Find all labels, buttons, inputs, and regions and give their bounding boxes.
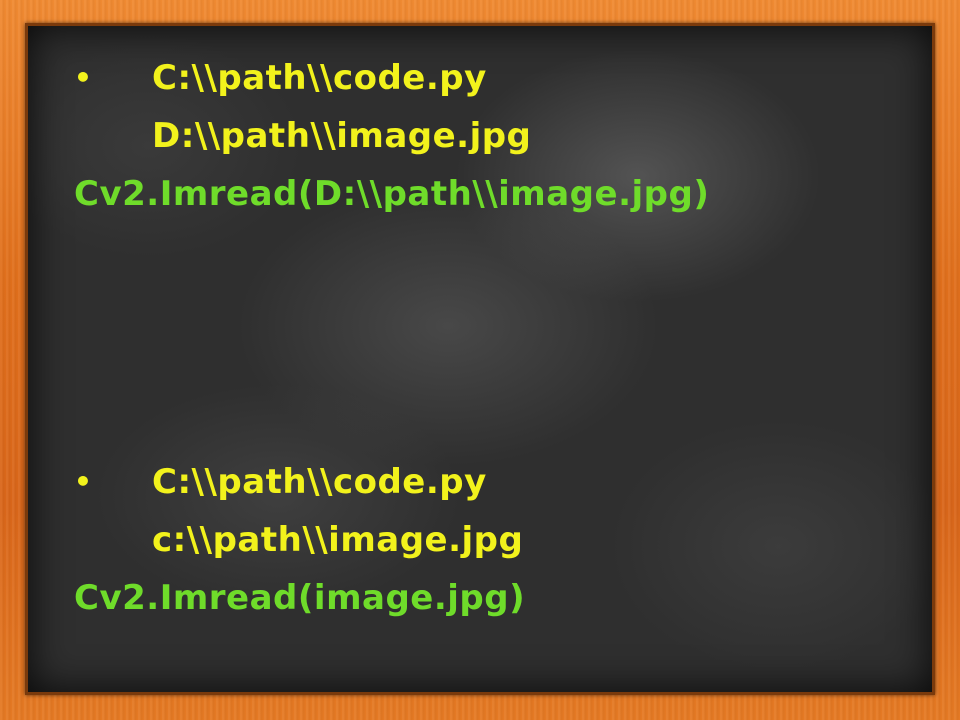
- block2-imread-call: Cv2.Imread(image.jpg): [74, 578, 526, 618]
- block2-image-path: c:\\path\\image.jpg: [152, 520, 524, 560]
- bullet-1: •: [74, 61, 92, 94]
- bullet-2: •: [74, 465, 92, 498]
- block1-image-path: D:\\path\\image.jpg: [152, 116, 532, 156]
- block1-code-path: C:\\path\\code.py: [152, 58, 487, 98]
- chalkboard: [25, 23, 935, 695]
- block2-code-path: C:\\path\\code.py: [152, 462, 487, 502]
- block1-imread-call: Cv2.Imread(D:\\path\\image.jpg): [74, 174, 710, 214]
